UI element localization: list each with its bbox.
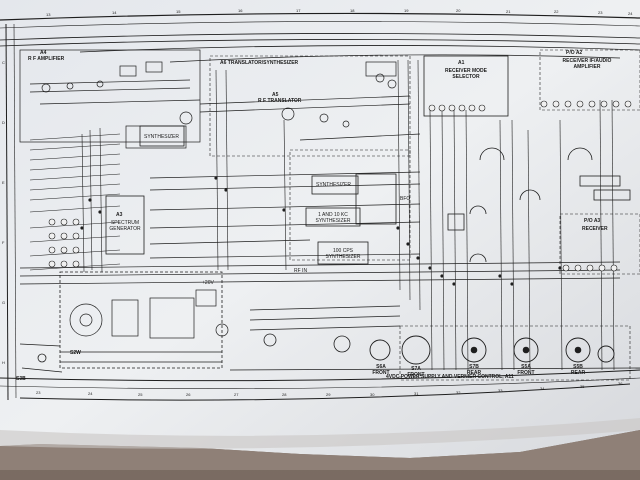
synthesizer-1-block <box>139 125 185 147</box>
paper-sheet <box>0 0 640 458</box>
synthesizer-4-block <box>317 241 369 265</box>
vernier-control-block <box>399 325 631 381</box>
power-supply-block <box>59 271 223 369</box>
receiver-mode-selector-block <box>423 55 509 117</box>
if-audio-amplifier-block <box>539 49 640 111</box>
spectrum-generator-block <box>105 195 145 255</box>
table-edge <box>0 430 640 470</box>
receiver-a3-block <box>559 213 640 275</box>
synthesizer-2-block <box>311 175 359 195</box>
synthesizer-3-block <box>305 207 361 227</box>
